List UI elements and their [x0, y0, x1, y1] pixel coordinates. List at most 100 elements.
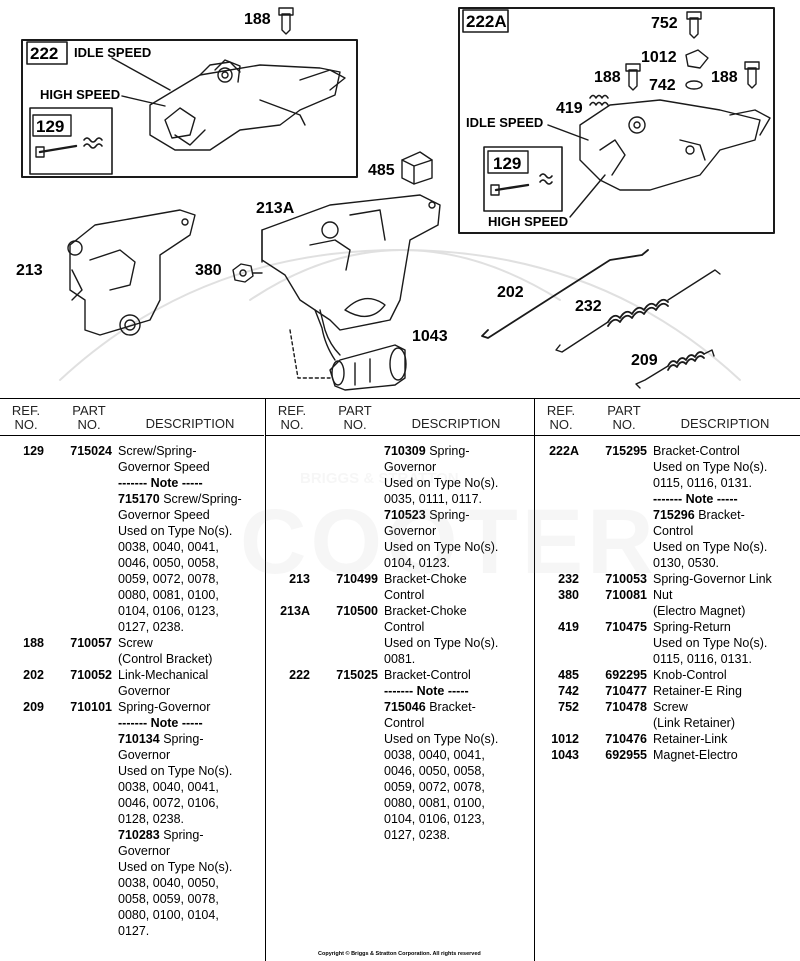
description-line: Used on Type No(s). — [384, 636, 499, 650]
callout-1012: 1012 — [641, 49, 677, 66]
callout-1043: 1043 — [412, 328, 448, 345]
header-part-no: PART NO. — [607, 403, 641, 432]
callout-188-right-1: 188 — [594, 69, 621, 86]
description-line: Governor — [118, 684, 171, 698]
description-line: 710523 Spring- — [384, 508, 470, 522]
header-description: DESCRIPTION — [145, 416, 235, 431]
description: Knob-Control — [653, 667, 800, 683]
description-line: Retainer-E Ring — [653, 684, 742, 698]
part-number: 715295 — [605, 444, 647, 458]
description-line: 0038, 0040, 0041, — [384, 748, 485, 762]
control-bracket-222 — [149, 59, 346, 151]
description-line: Bracket-Control — [653, 444, 740, 458]
description-line: Used on Type No(s). — [118, 764, 233, 778]
description-line: 0104, 0123. — [384, 556, 451, 570]
description: Spring-Governor Link — [653, 571, 800, 587]
description-line: Control — [384, 588, 425, 602]
description: Screw/Spring-Governor Speed------- Note … — [118, 443, 264, 635]
inset-label-129-right: 129 — [493, 154, 522, 173]
description-line: 0046, 0050, 0058, — [118, 556, 219, 570]
inset-label-222: 222 — [30, 44, 59, 63]
callout-742: 742 — [649, 77, 676, 94]
callout-232: 232 — [575, 298, 602, 315]
description-line: 0080, 0100, 0104, — [118, 908, 219, 922]
description-line: Used on Type No(s). — [384, 732, 499, 746]
description-line: Governor — [118, 748, 171, 762]
watermark-brand: BRIGGS & STRATTON — [300, 470, 459, 487]
description-line: Control — [384, 716, 425, 730]
part-number: 692295 — [605, 668, 647, 682]
ref-number: 419 — [558, 620, 579, 634]
description-line: 0104, 0106, 0123, — [118, 604, 219, 618]
description-line: ------- Note ----- — [653, 492, 738, 506]
description-line: Used on Type No(s). — [384, 476, 499, 490]
description-line: 0080, 0081, 0100, — [384, 796, 485, 810]
description-line: Governor — [384, 460, 437, 474]
header-ref-no: REF. NO. — [546, 403, 576, 432]
description-line: 710134 Spring- — [118, 732, 204, 746]
description-line: 0038, 0040, 0041, — [118, 540, 219, 554]
high-speed-label-right: HIGH SPEED — [488, 214, 569, 229]
inset-box-222a — [458, 7, 775, 234]
description: Retainer-Link — [653, 731, 800, 747]
ref-number: 752 — [558, 700, 579, 714]
description-line: 0059, 0072, 0078, — [118, 572, 219, 586]
ref-number: 232 — [558, 572, 579, 586]
part-number: 710476 — [605, 732, 647, 746]
description-line: 0128, 0238. — [118, 812, 185, 826]
ref-number: 380 — [558, 588, 579, 602]
callout-419: 419 — [556, 100, 583, 117]
description: Spring-Governor------- Note -----710134 … — [118, 699, 264, 939]
description-line: 715046 Bracket- — [384, 700, 476, 714]
part-number: 692955 — [605, 748, 647, 762]
governor-link-202 — [481, 249, 649, 339]
table-row: 485 692295 Knob-Control — [535, 667, 800, 683]
part-number: 715024 — [70, 444, 112, 458]
header-part-no: PART NO. — [338, 403, 372, 432]
ref-number: 485 — [558, 668, 579, 682]
description-line: Knob-Control — [653, 668, 727, 682]
callout-209: 209 — [631, 352, 658, 369]
callout-213: 213 — [16, 262, 43, 279]
description-line: Bracket-Control — [384, 668, 471, 682]
description-line: (Link Retainer) — [653, 716, 735, 730]
description-line: 0127. — [118, 924, 150, 938]
description-line: 0127, 0238. — [118, 620, 185, 634]
watermark-word: COOTER — [240, 491, 658, 593]
description-line: Nut — [653, 588, 673, 602]
column-header: REF. NO. PART NO. DESCRIPTION — [266, 399, 534, 436]
callout-485: 485 — [368, 162, 395, 179]
electro-magnet-1043 — [289, 309, 407, 391]
description-line: Link-Mechanical — [118, 668, 209, 682]
description-line: 710283 Spring- — [118, 828, 204, 842]
description: Nut (Electro Magnet) — [653, 587, 800, 619]
description-line: 0058, 0059, 0078, — [118, 892, 219, 906]
description-line: Control — [653, 524, 694, 538]
idle-speed-label-right: IDLE SPEED — [466, 115, 544, 130]
description-line: (Electro Magnet) — [653, 604, 746, 618]
description-line: Screw — [118, 636, 153, 650]
description-line: Screw/Spring- — [118, 444, 197, 458]
header-description: DESCRIPTION — [411, 416, 501, 431]
description-line: Spring-Governor Link — [653, 572, 772, 586]
description-line: Bracket-Choke — [384, 572, 467, 586]
part-number: 710053 — [605, 572, 647, 586]
inset-box-222 — [21, 39, 358, 178]
description: Magnet-Electro — [653, 747, 800, 763]
description-line: Used on Type No(s). — [653, 460, 768, 474]
